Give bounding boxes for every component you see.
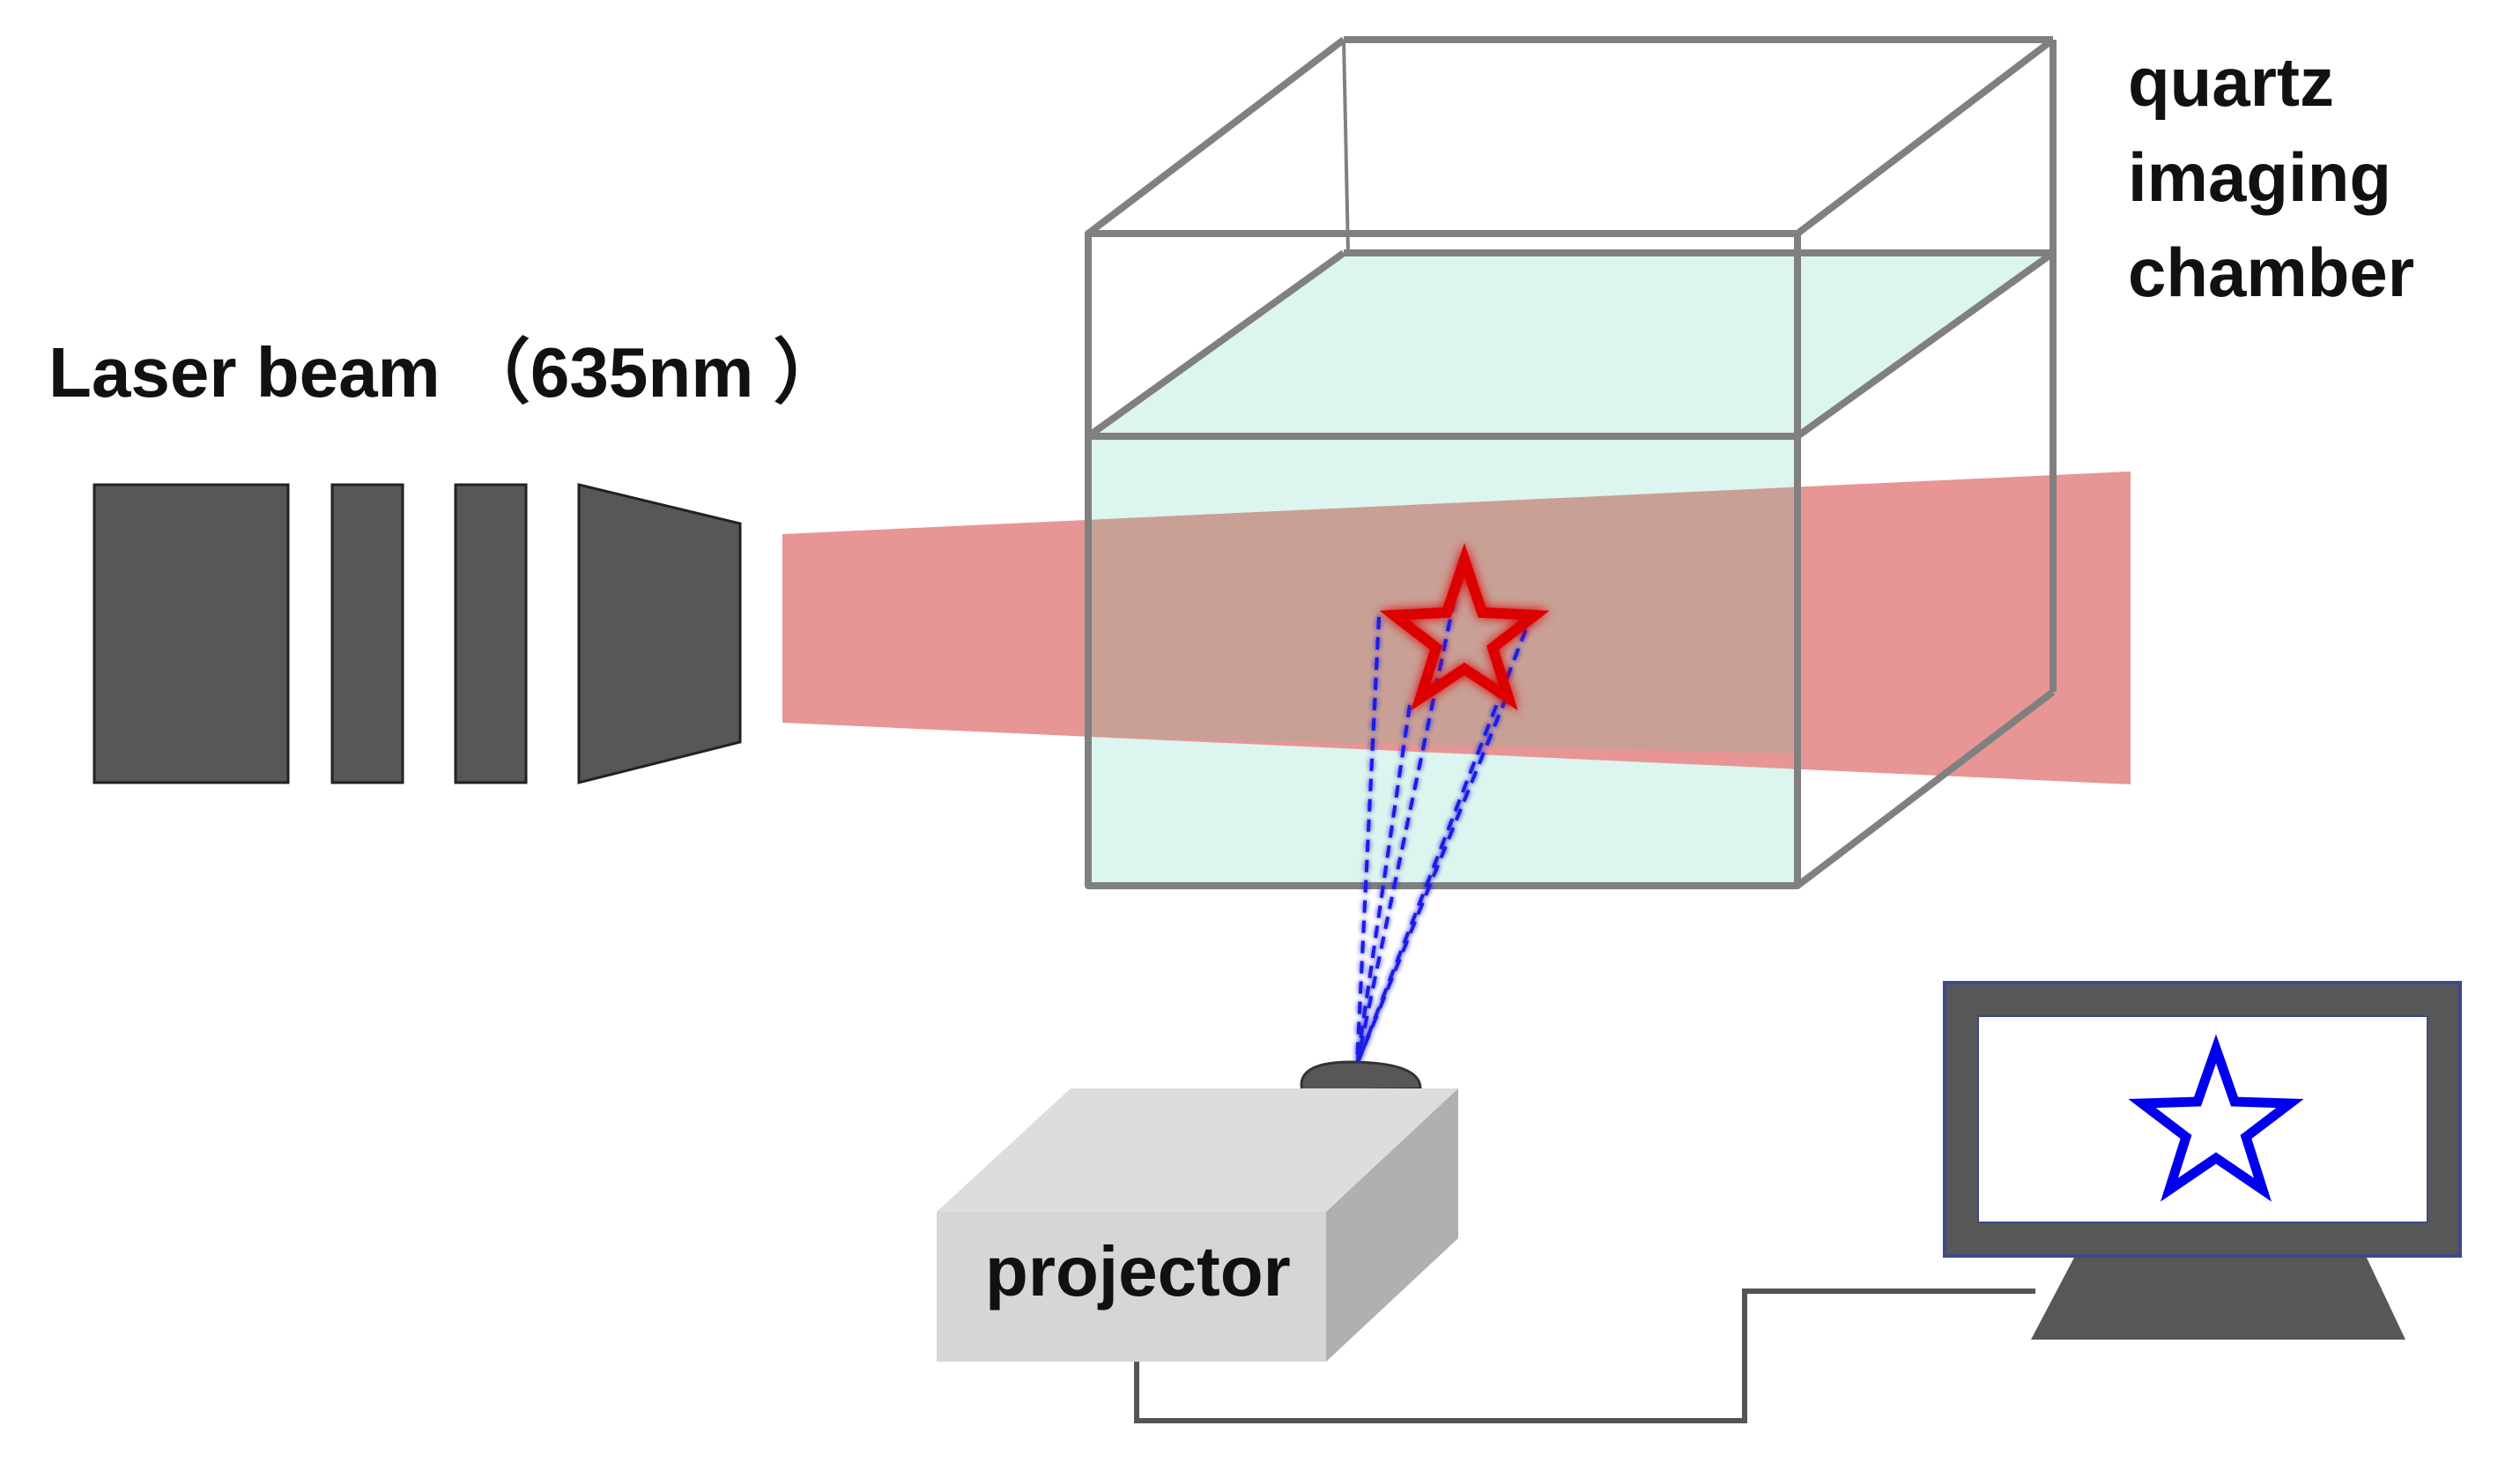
projection-line-3 (1355, 559, 1464, 1066)
chamber-edge-bottom-right (1795, 688, 2056, 889)
monitor (1943, 981, 2462, 1340)
chamber-edge-back-left (1342, 39, 1350, 254)
monitor-stand (2031, 1256, 2405, 1340)
chamber-edge-top-right (1795, 36, 2056, 237)
chamber-edge-top-left (1086, 36, 1346, 237)
monitor-screen (1977, 1015, 2428, 1223)
laser-block-1 (93, 483, 290, 784)
chamber-front-face (1085, 230, 1801, 889)
connection-cable (1134, 1288, 2035, 1423)
laser-block-3 (454, 483, 528, 784)
monitor-star-icon (2128, 1034, 2304, 1202)
laser-block-2 (330, 483, 404, 784)
projector-top (937, 1088, 1458, 1212)
projection-line-1 (1355, 616, 1381, 1066)
red-star-icon (1379, 543, 1550, 711)
projector-side (1326, 1088, 1458, 1362)
liquid-surface-right (1795, 249, 2056, 440)
laser-source (93, 483, 742, 784)
quartz-imaging-chamber (1085, 36, 2057, 889)
chamber-label-line2: imaging (2128, 138, 2391, 216)
laser-beam-label: Laser beam （635nm ） (48, 333, 844, 412)
liquid-top-surface (1088, 253, 2053, 436)
projector-aperture (1300, 1060, 1422, 1093)
laser-beam-in-liquid (1088, 487, 1797, 754)
liquid-surface-left (1086, 249, 1346, 440)
projector-label: projector (985, 1232, 1291, 1311)
chamber-label-line1: quartz (2128, 43, 2334, 121)
projector: projector (937, 1060, 1458, 1362)
laser-lens (577, 483, 742, 784)
projector-front (937, 1212, 1326, 1362)
chamber-label-line3: chamber (2128, 234, 2414, 311)
projection-line-4 (1355, 695, 1508, 1066)
